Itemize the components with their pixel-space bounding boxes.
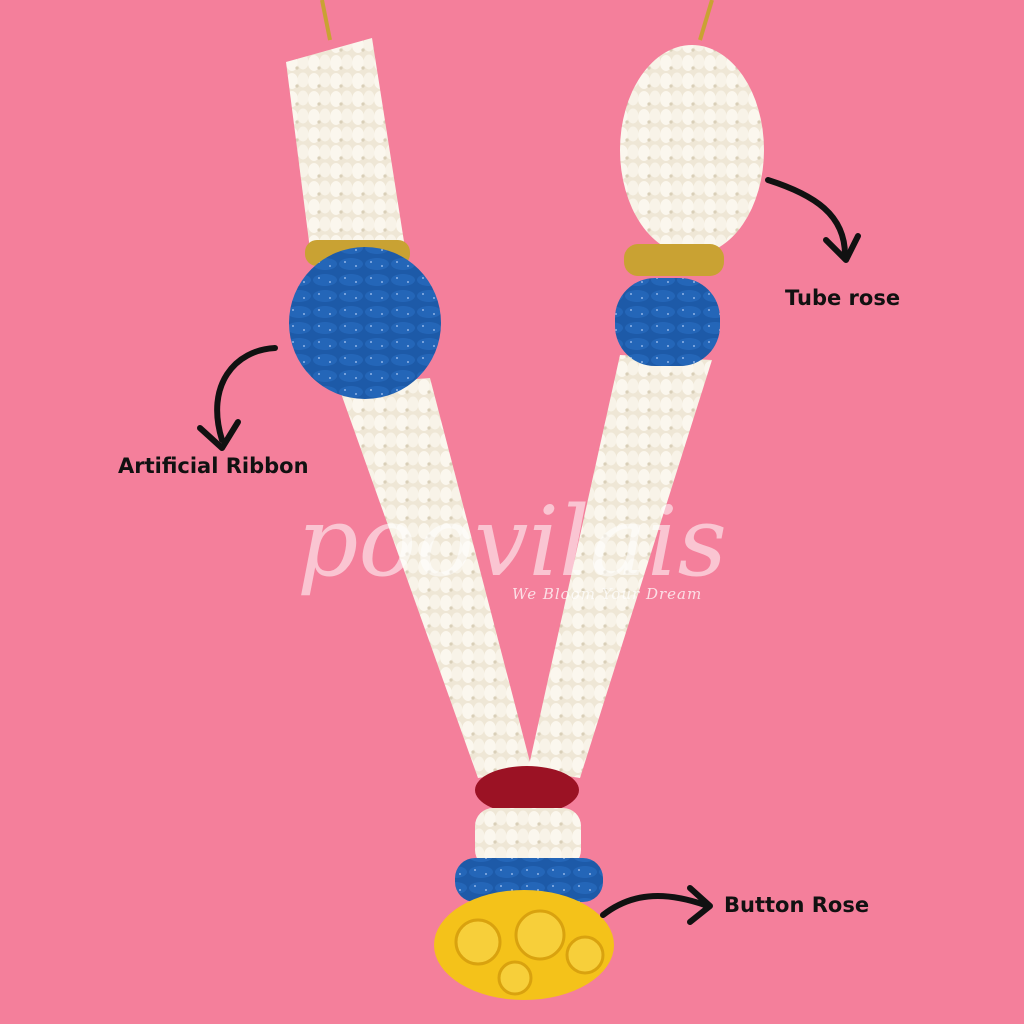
arrow-tube-head bbox=[823, 233, 861, 263]
arrow-tube bbox=[765, 177, 848, 258]
button-rose-2 bbox=[514, 909, 566, 961]
watermark-tagline: We Bloom Your Dream bbox=[512, 585, 703, 603]
button-rose-3 bbox=[565, 935, 605, 975]
artificial-ribbon-label: Artificial Ribbon bbox=[118, 454, 309, 478]
arrow-button-head bbox=[687, 885, 713, 925]
watermark-brand: poovilais bbox=[297, 486, 727, 598]
pendant-jasmine bbox=[475, 808, 581, 868]
tube-rose-cluster bbox=[620, 45, 764, 255]
pendant-ribbon-band bbox=[455, 858, 603, 902]
artificial-ribbon-ball bbox=[289, 247, 441, 399]
arrow-ribbon bbox=[214, 345, 278, 443]
arrow-button bbox=[600, 893, 708, 918]
left-cord bbox=[320, 0, 332, 41]
tube-rose-label: Tube rose bbox=[785, 286, 901, 310]
right-gold-band bbox=[624, 244, 724, 276]
button-rose-1 bbox=[454, 918, 502, 966]
maroon-rose-knot bbox=[475, 766, 579, 814]
left-strand-lower bbox=[338, 378, 532, 778]
right-ribbon-band bbox=[615, 278, 720, 366]
button-rose-4 bbox=[497, 960, 533, 996]
left-strand-upper bbox=[286, 38, 405, 265]
right-cord bbox=[698, 0, 714, 41]
button-rose-label: Button Rose bbox=[724, 893, 870, 917]
right-strand-lower bbox=[528, 355, 712, 778]
arrow-ribbon-head bbox=[197, 419, 241, 451]
